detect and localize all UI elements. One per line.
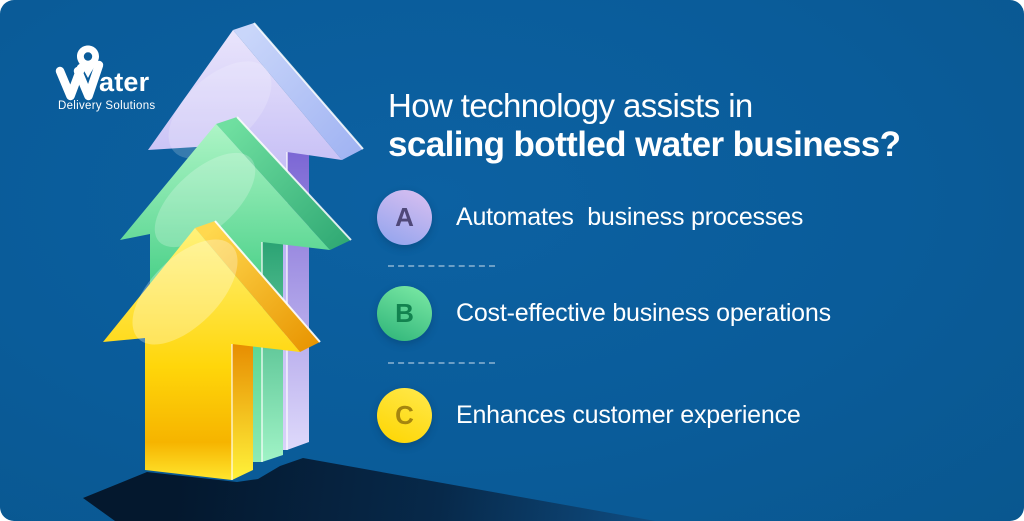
badge-b: B: [377, 286, 432, 341]
w-mark-icon: [55, 45, 104, 101]
list-item-a: A Automates business processes: [377, 190, 803, 245]
dashed-separator: [388, 265, 495, 267]
content-column: How technology assists in scaling bottle…: [377, 0, 1024, 521]
item-text: Automates business processes: [456, 203, 804, 231]
title-line-2: scaling bottled water business?: [388, 125, 901, 164]
list-item-c: C Enhances customer experience: [377, 388, 801, 443]
water-pin-icon: [77, 45, 99, 78]
badge-c: C: [377, 388, 432, 443]
yellow-arrow: [103, 220, 321, 480]
page-title: How technology assists in scaling bottle…: [388, 86, 901, 164]
badge-letter: C: [395, 400, 414, 430]
item-text: Cost-effective business operations: [456, 299, 831, 327]
badge-letter: B: [395, 298, 414, 328]
brand-name: ater: [99, 67, 150, 97]
brand-logo: ater Delivery Solutions: [52, 38, 182, 118]
item-text: Enhances customer experience: [456, 401, 801, 429]
title-line-1: How technology assists in: [388, 87, 753, 124]
badge-a: A: [377, 190, 432, 245]
brand-tagline: Delivery Solutions: [58, 100, 156, 112]
dashed-separator: [388, 362, 495, 364]
list-item-b: B Cost-effective business operations: [377, 286, 831, 341]
badge-letter: A: [395, 202, 414, 232]
arrow-shadow: [83, 458, 655, 521]
